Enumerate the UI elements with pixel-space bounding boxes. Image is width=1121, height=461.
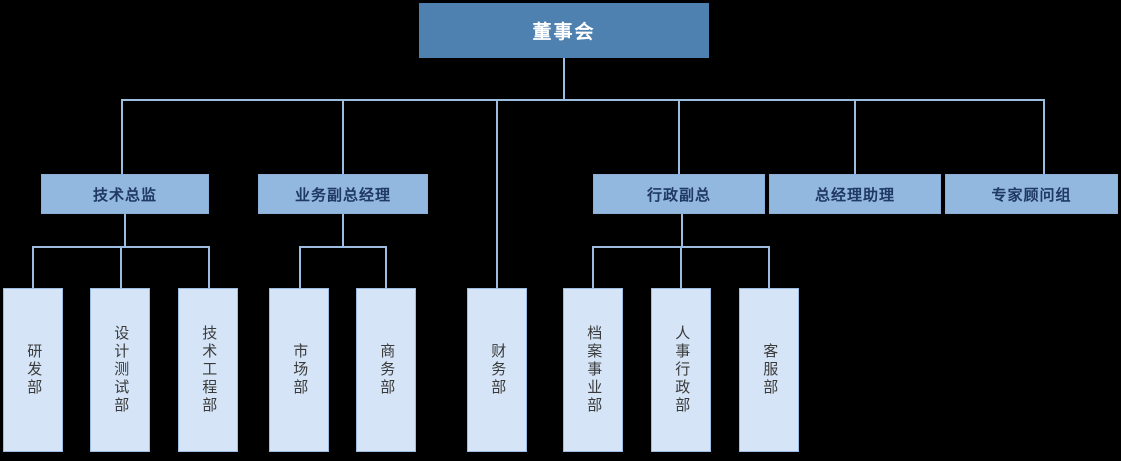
node-expert-label: 专家顾问组 xyxy=(991,186,1072,204)
connector-adminvp-trunk xyxy=(681,214,683,247)
connector-bus-to-finance xyxy=(496,99,498,289)
connector-bus-to-bizvp xyxy=(342,99,344,175)
node-bizvp-label: 业务副总经理 xyxy=(294,186,391,204)
node-rd-label: 研发部 xyxy=(25,343,43,397)
node-expert[interactable]: 专家顾问组 xyxy=(945,174,1118,214)
connector-adminvp-to-hr xyxy=(680,246,682,289)
connector-bizvp-trunk xyxy=(342,214,344,247)
connector-bus-to-expert xyxy=(1043,99,1045,175)
connector-bizvp-to-market xyxy=(299,246,301,289)
node-gmasst-label: 总经理助理 xyxy=(814,186,895,204)
node-qa[interactable]: 设计测试部 xyxy=(90,288,150,452)
node-gmasst[interactable]: 总经理助理 xyxy=(769,174,941,214)
node-service[interactable]: 客服部 xyxy=(739,288,799,452)
node-adminvp[interactable]: 行政副总 xyxy=(593,174,765,214)
node-market-label: 市场部 xyxy=(291,343,309,397)
connector-adminvp-to-service xyxy=(768,246,770,289)
node-service-label: 客服部 xyxy=(761,343,779,397)
node-hr-label: 人事行政部 xyxy=(673,325,691,415)
connector-bus-to-adminvp xyxy=(678,99,680,175)
node-qa-label: 设计测试部 xyxy=(112,325,130,415)
connector-bizvp-to-commerce xyxy=(385,246,387,289)
connector-bizvp-bus xyxy=(299,246,387,248)
node-archive[interactable]: 档案事业部 xyxy=(563,288,623,452)
connector-bus-to-gmasst xyxy=(854,99,856,175)
node-finance[interactable]: 财务部 xyxy=(467,288,527,452)
node-eng-label: 技术工程部 xyxy=(200,325,218,415)
node-commerce-label: 商务部 xyxy=(378,343,396,397)
node-archive-label: 档案事业部 xyxy=(585,325,603,415)
connector-main-bus xyxy=(121,99,1045,101)
connector-cto-trunk xyxy=(124,214,126,247)
node-market[interactable]: 市场部 xyxy=(269,288,329,452)
node-board[interactable]: 董事会 xyxy=(419,3,709,58)
node-rd[interactable]: 研发部 xyxy=(3,288,63,452)
node-hr[interactable]: 人事行政部 xyxy=(651,288,711,452)
node-cto[interactable]: 技术总监 xyxy=(41,174,209,214)
connector-cto-to-eng xyxy=(208,246,210,289)
connector-adminvp-to-archive xyxy=(592,246,594,289)
connector-bus-to-cto xyxy=(121,99,123,175)
node-finance-label: 财务部 xyxy=(489,343,507,397)
connector-cto-to-qa xyxy=(120,246,122,289)
connector-board-trunk xyxy=(563,58,565,100)
connector-cto-to-rd xyxy=(32,246,34,289)
node-eng[interactable]: 技术工程部 xyxy=(178,288,238,452)
node-board-label: 董事会 xyxy=(532,22,596,43)
node-cto-label: 技术总监 xyxy=(92,186,157,204)
node-adminvp-label: 行政副总 xyxy=(646,186,711,204)
node-commerce[interactable]: 商务部 xyxy=(356,288,416,452)
node-bizvp[interactable]: 业务副总经理 xyxy=(258,174,428,214)
